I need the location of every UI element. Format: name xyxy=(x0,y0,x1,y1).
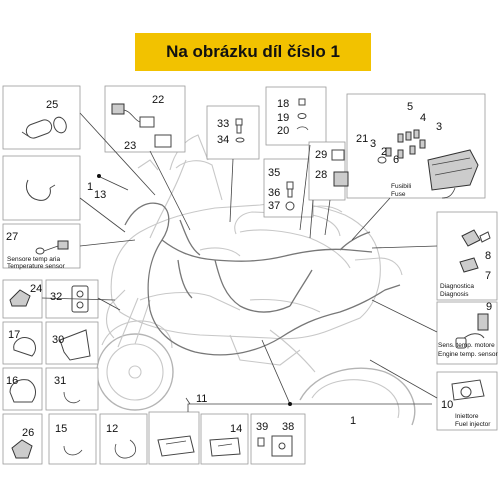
callout-6: 6 xyxy=(393,154,399,166)
part-17-sketch xyxy=(13,337,36,357)
callout-3-left: 3 xyxy=(370,138,376,150)
part-38-39-sketch xyxy=(257,435,293,457)
label-sens-temp-motore: Sens. temp. motore xyxy=(438,342,495,349)
harness-anchor-dot xyxy=(288,402,292,406)
callout-8: 8 xyxy=(485,250,491,262)
part-33-34-sketch xyxy=(235,118,245,143)
callout-11: 11 xyxy=(196,393,207,405)
callout-32: 32 xyxy=(50,291,62,303)
banner-title: Na obrázku díl číslo 1 xyxy=(166,42,340,61)
part-24-sketch xyxy=(9,289,31,307)
callout-33: 33 xyxy=(217,118,229,130)
part-22-23-sketch xyxy=(111,103,172,148)
callout-37: 37 xyxy=(268,200,280,212)
motorcycle-drawing xyxy=(96,134,416,426)
callout-34: 34 xyxy=(217,134,229,146)
part-30-sketch xyxy=(59,329,91,361)
callout-25: 25 xyxy=(46,99,58,111)
part-7-8-sketch xyxy=(459,229,491,273)
callout-21: 21 xyxy=(356,133,368,145)
label-diagnosis: Diagnosis xyxy=(440,291,469,298)
callout-numbers: 25 22 23 1 13 33 34 18 19 20 5 4 21 3 3 … xyxy=(6,94,492,439)
callout-4: 4 xyxy=(420,112,426,124)
callout-9: 9 xyxy=(486,301,492,313)
part-13-sketch xyxy=(25,179,56,201)
part-18-20-sketch xyxy=(296,98,309,131)
part-9-sketch xyxy=(455,313,489,349)
part-35-37-sketch xyxy=(285,181,295,211)
leader-lines xyxy=(41,112,438,412)
callout-1-dot xyxy=(97,174,101,178)
part-fusebox-sketch xyxy=(377,129,479,199)
title-banner: Na obrázku díl číslo 1 xyxy=(135,33,371,71)
part-31-sketch xyxy=(63,391,81,404)
part-26-sketch xyxy=(11,439,33,459)
part-sketches xyxy=(9,98,491,459)
part-16-sketch xyxy=(9,379,36,403)
label-engine-temp-sensor: Engine temp. sensor xyxy=(438,351,498,358)
callout-10: 10 xyxy=(441,399,453,411)
callout-15: 15 xyxy=(55,423,67,435)
callout-1-left: 1 xyxy=(87,181,93,193)
callout-7: 7 xyxy=(485,270,491,282)
part-28-29-sketch xyxy=(331,149,349,187)
label-fusibili: Fusibili xyxy=(391,183,411,190)
callout-30: 30 xyxy=(52,334,64,346)
callout-5: 5 xyxy=(407,101,413,113)
callout-2: 2 xyxy=(381,146,387,158)
callout-3-right: 3 xyxy=(436,121,442,133)
callout-35: 35 xyxy=(268,167,280,179)
part-14-sketch xyxy=(209,437,241,457)
callout-19: 19 xyxy=(277,112,289,124)
part-labels: Sensore temp aria Temperature sensor Fus… xyxy=(7,183,498,428)
callout-17: 17 xyxy=(8,329,20,341)
callout-23: 23 xyxy=(124,140,136,152)
callout-27: 27 xyxy=(6,231,18,243)
callout-31: 31 xyxy=(54,375,66,387)
callout-20: 20 xyxy=(277,125,289,137)
callout-18: 18 xyxy=(277,98,289,110)
callout-39: 39 xyxy=(256,421,268,433)
callout-14: 14 xyxy=(230,423,242,435)
callout-12: 12 xyxy=(106,423,118,435)
part-15-sketch xyxy=(63,445,83,456)
part-10-sketch xyxy=(451,379,485,401)
label-sensor-temp-aria: Sensore temp aria xyxy=(7,256,60,263)
wiring-harness xyxy=(124,202,401,356)
callout-26: 26 xyxy=(22,427,34,439)
label-fuel-injector: Fuel injector xyxy=(455,421,491,428)
callout-38: 38 xyxy=(282,421,294,433)
callout-13: 13 xyxy=(94,189,106,201)
callout-1: 1 xyxy=(350,415,356,427)
label-fuse: Fuse xyxy=(391,191,406,198)
callout-36: 36 xyxy=(268,187,280,199)
part-27-sketch xyxy=(35,240,69,255)
part-12-sketch xyxy=(114,439,136,459)
label-diagnostica: Diagnostica xyxy=(440,283,474,290)
callout-24: 24 xyxy=(30,283,42,295)
callout-16: 16 xyxy=(6,375,18,387)
callout-22: 22 xyxy=(152,94,164,106)
part-25-sketch xyxy=(21,116,67,139)
callout-29: 29 xyxy=(315,149,327,161)
label-temperature-sensor: Temperature sensor xyxy=(7,263,66,270)
part-11-sketch xyxy=(157,435,195,457)
callout-28: 28 xyxy=(315,169,327,181)
label-iniettore: Iniettore xyxy=(455,413,479,420)
